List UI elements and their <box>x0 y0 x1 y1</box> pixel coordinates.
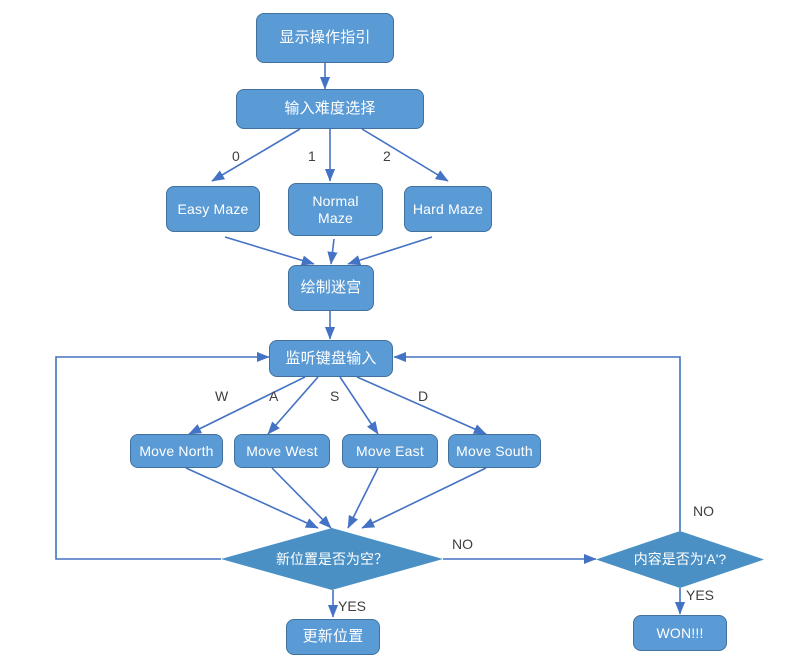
node-move-west[interactable]: Move West <box>234 434 330 468</box>
decision-label: 新位置是否为空？ <box>276 550 388 567</box>
decision-is-content-a[interactable]: 内容是否为'A'? <box>596 531 764 588</box>
node-won[interactable]: WON!!! <box>633 615 727 651</box>
edge-label-is-a-no: NO <box>693 503 714 519</box>
edge-label-key-w: W <box>215 388 229 404</box>
node-draw-maze[interactable]: 绘制迷宫 <box>288 265 374 311</box>
edge-label-key-a: A <box>269 388 279 404</box>
edge-label-difficulty-0: 0 <box>232 148 240 164</box>
node-update-position[interactable]: 更新位置 <box>286 619 380 655</box>
connector-group <box>55 63 686 618</box>
node-move-north[interactable]: Move North <box>130 434 223 468</box>
node-show-instructions[interactable]: 显示操作指引 <box>256 13 394 63</box>
node-listen-keyboard[interactable]: 监听键盘输入 <box>269 340 393 377</box>
node-move-south[interactable]: Move South <box>448 434 541 468</box>
edge-label-is-a-yes: YES <box>686 587 715 603</box>
edge-label-key-d: D <box>418 388 429 404</box>
node-hard-maze[interactable]: Hard Maze <box>404 186 492 232</box>
node-easy-maze[interactable]: Easy Maze <box>166 186 260 232</box>
edge-label-key-s: S <box>330 388 340 404</box>
edge-label-difficulty-2: 2 <box>383 148 391 164</box>
edge-label-difficulty-1: 1 <box>308 148 316 164</box>
decision-label: 内容是否为'A'? <box>633 551 727 568</box>
node-normal-maze[interactable]: Normal Maze <box>288 183 383 236</box>
decision-is-position-empty[interactable]: 新位置是否为空？ <box>221 528 443 590</box>
edge-label-empty-no: NO <box>452 536 473 552</box>
edge-label-empty-yes: YES <box>338 598 367 614</box>
node-input-difficulty[interactable]: 输入难度选择 <box>236 89 424 129</box>
node-move-east[interactable]: Move East <box>342 434 438 468</box>
